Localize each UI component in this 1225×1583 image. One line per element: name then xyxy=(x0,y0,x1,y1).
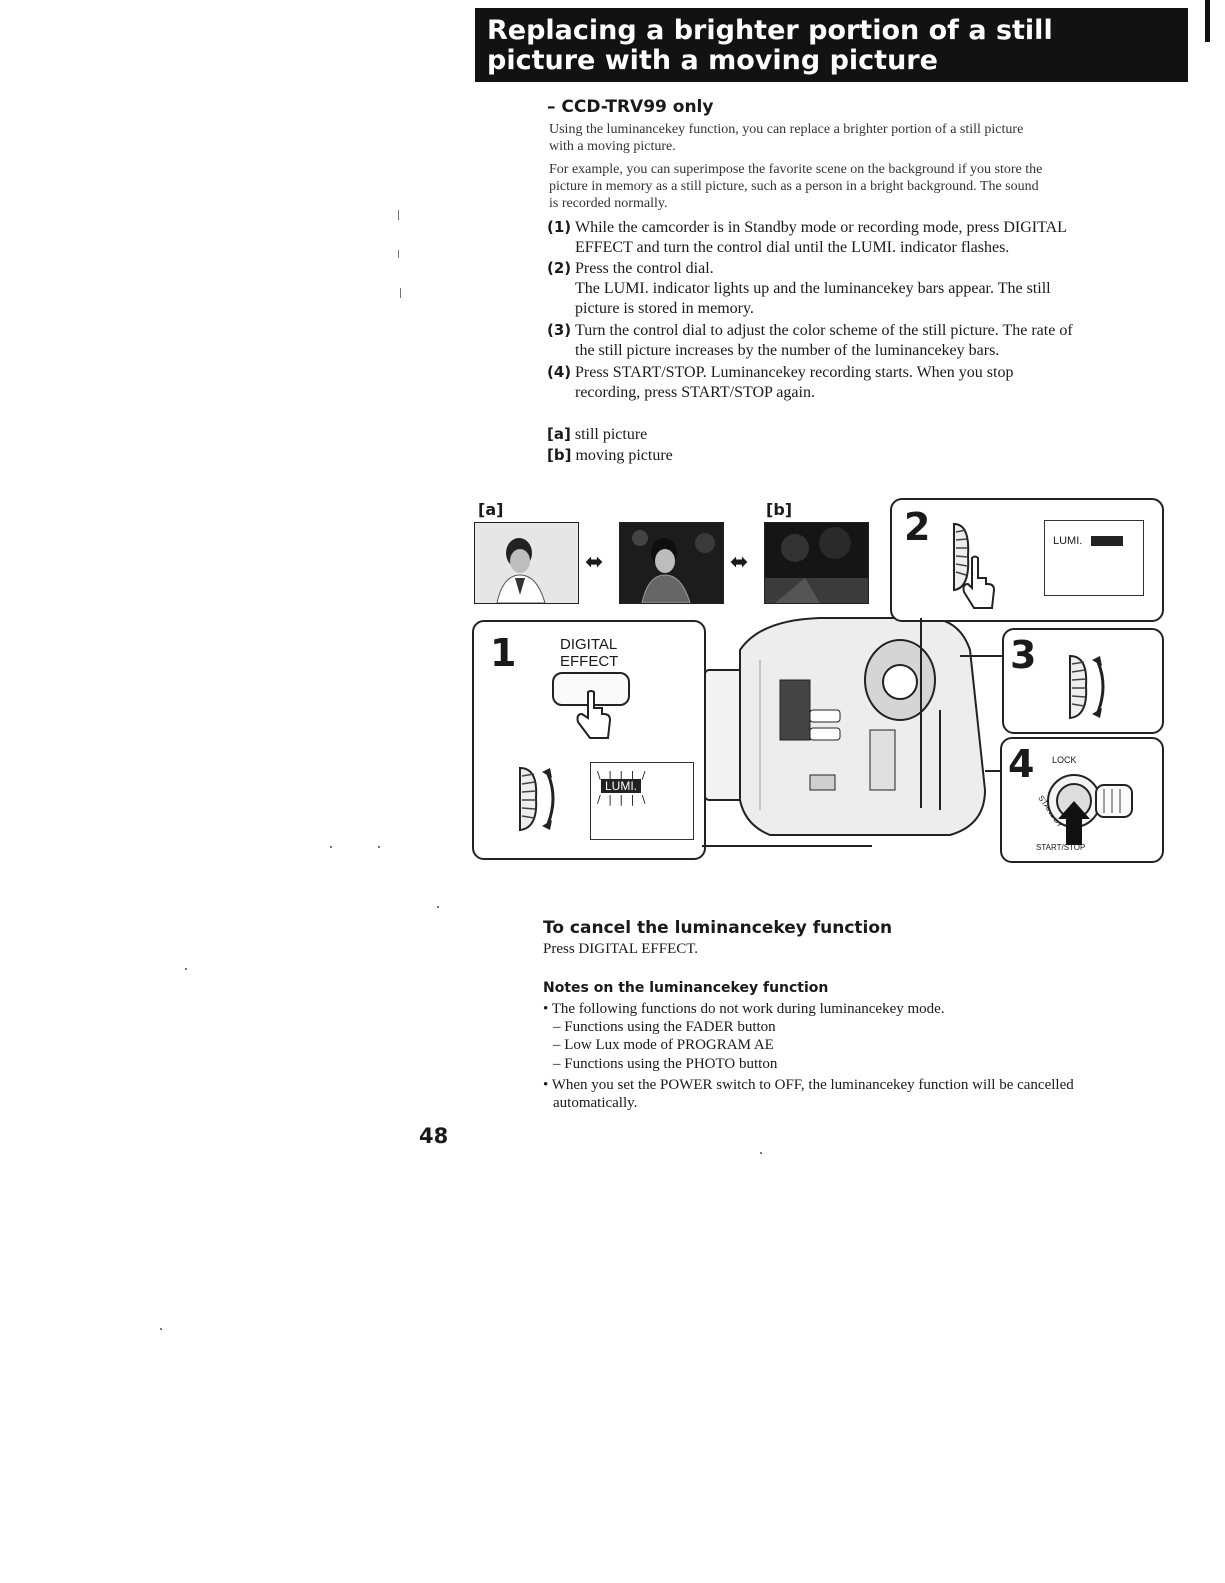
page-title: Replacing a brighter portion of a still … xyxy=(475,8,1188,82)
cancel-heading: To cancel the luminancekey function xyxy=(543,918,893,938)
double-arrow-icon: ⬌ xyxy=(585,550,604,575)
digital-effect-label-line-1: DIGITAL xyxy=(560,636,618,653)
step-text: Turn the control dial to adjust the colo… xyxy=(575,322,1073,339)
control-dial-press-icon[interactable] xyxy=(948,518,1008,618)
step-number: (1) xyxy=(547,218,572,236)
digital-effect-label: DIGITAL EFFECT xyxy=(560,636,618,670)
control-dial-icon[interactable] xyxy=(512,764,564,839)
camcorder-illustration xyxy=(700,610,1000,860)
note-item: automatically. xyxy=(553,1095,638,1111)
flash-indicator-icon: / | | | \ xyxy=(597,793,648,806)
step-text: Press START/STOP. Luminancekey recording… xyxy=(575,364,1014,381)
luminancekey-bars xyxy=(1091,536,1123,546)
legend-key: [b] xyxy=(547,446,572,464)
scan-speck xyxy=(760,1152,762,1154)
page-number: 48 xyxy=(419,1124,449,1148)
step-2-panel: 2 LUMI. xyxy=(890,498,1164,622)
step-4: (4)Press START/STOP. Luminancekey record… xyxy=(547,362,1167,403)
intro-line-5: is recorded normally. xyxy=(549,196,668,211)
note-item: – Functions using the PHOTO button xyxy=(553,1056,778,1072)
connector-line xyxy=(985,770,1001,772)
intro-line-1: Using the luminancekey function, you can… xyxy=(549,122,1024,137)
page-edge-mark xyxy=(1205,0,1210,42)
scan-speck xyxy=(400,288,401,298)
legend-text: moving picture xyxy=(575,447,673,464)
combined-picture-thumbnail xyxy=(619,522,724,604)
lcd-display: \ | | | / LUMI. / | | | \ xyxy=(590,762,694,840)
start-stop-button[interactable] xyxy=(1042,765,1142,850)
step-1: (1)While the camcorder is in Standby mod… xyxy=(547,217,1167,258)
control-dial-turn-icon[interactable] xyxy=(1062,652,1114,727)
note-item: • When you set the POWER switch to OFF, … xyxy=(543,1077,1074,1093)
lock-label: LOCK xyxy=(1052,755,1077,765)
scan-speck xyxy=(437,906,439,908)
figure-label-b: [b] xyxy=(766,500,793,519)
scan-speck xyxy=(185,968,187,970)
step-number: (2) xyxy=(547,259,572,277)
step-1-panel: 1 DIGITAL EFFECT \ | | | / LUMI. / | | |… xyxy=(472,620,706,860)
intro-line-4: picture in memory as a still picture, su… xyxy=(549,179,1039,194)
connector-line xyxy=(920,618,922,808)
intro-line-3: For example, you can superimpose the fav… xyxy=(549,162,1043,177)
panel-number: 3 xyxy=(1010,633,1037,677)
note-item: • The following functions do not work du… xyxy=(543,1001,945,1017)
notes-heading: Notes on the luminancekey function xyxy=(543,980,829,996)
step-3-panel: 3 xyxy=(1002,628,1164,734)
step-number: (4) xyxy=(547,363,572,381)
legend-a: [a] still picture xyxy=(547,424,647,445)
legend-text: still picture xyxy=(574,426,648,443)
panel-number: 4 xyxy=(1008,742,1035,786)
page-title-line-1: Replacing a brighter portion of a still xyxy=(487,15,1053,46)
step-text: Press the control dial. xyxy=(575,260,714,277)
page-title-line-2: picture with a moving picture xyxy=(487,45,938,76)
lumi-indicator: LUMI. xyxy=(1053,535,1083,547)
step-text: the still picture increases by the numbe… xyxy=(575,342,1000,359)
step-text: EFFECT and turn the control dial until t… xyxy=(575,239,1010,256)
connector-line xyxy=(702,845,872,847)
note-item: – Low Lux mode of PROGRAM AE xyxy=(553,1037,774,1053)
digital-effect-label-line-2: EFFECT xyxy=(560,653,619,670)
scan-speck xyxy=(330,846,332,848)
still-picture-thumbnail xyxy=(474,522,579,604)
note-item: – Functions using the FADER button xyxy=(553,1019,776,1035)
scan-speck xyxy=(378,846,380,848)
step-text: picture is stored in memory. xyxy=(575,300,754,317)
intro-line-2: with a moving picture. xyxy=(549,139,676,154)
lcd-display: LUMI. xyxy=(1044,520,1144,596)
double-arrow-icon: ⬌ xyxy=(730,550,749,575)
step-text: The LUMI. indicator lights up and the lu… xyxy=(575,280,1051,297)
connector-line xyxy=(960,655,1002,657)
step-3: (3)Turn the control dial to adjust the c… xyxy=(547,320,1167,361)
panel-number: 2 xyxy=(904,505,931,549)
cancel-text: Press DIGITAL EFFECT. xyxy=(543,941,699,957)
scan-speck xyxy=(398,250,399,258)
legend-b: [b] moving picture xyxy=(547,445,673,466)
flash-indicator-icon: \ | | | / xyxy=(597,769,648,782)
pressing-hand-icon xyxy=(574,690,614,747)
scan-speck xyxy=(398,210,399,220)
model-subtitle: – CCD-TRV99 only xyxy=(547,97,714,117)
start-stop-label: START/STOP xyxy=(1036,843,1086,852)
step-4-panel: 4 LOCK STANDBY START/STOP xyxy=(1000,737,1164,863)
step-2: (2)Press the control dial. The LUMI. ind… xyxy=(547,258,1167,319)
legend-key: [a] xyxy=(547,425,571,443)
lumi-indicator: LUMI. xyxy=(601,779,642,793)
panel-number: 1 xyxy=(490,631,517,675)
step-text: While the camcorder is in Standby mode o… xyxy=(575,219,1067,236)
moving-picture-thumbnail xyxy=(764,522,869,604)
step-text: recording, press START/STOP again. xyxy=(575,384,815,401)
scan-speck xyxy=(160,1328,162,1330)
figure-label-a: [a] xyxy=(478,500,504,519)
step-number: (3) xyxy=(547,321,572,339)
